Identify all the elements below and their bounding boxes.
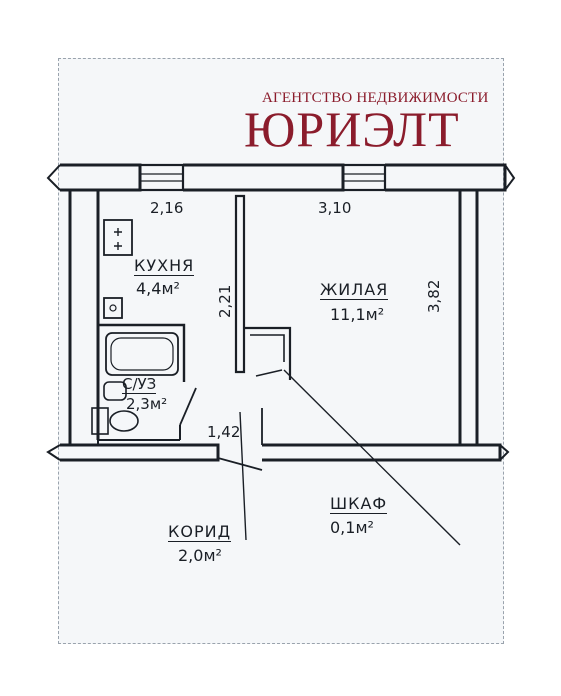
corridor-area: 2,0м² [178, 546, 222, 565]
bathtub [105, 332, 179, 376]
closet-area: 0,1м² [330, 518, 374, 537]
exterior-wall-top [60, 163, 142, 192]
dim-kitchen-length: 2,21 [216, 284, 234, 318]
kitchen-area: 4,4м² [136, 279, 180, 298]
living-area: 11,1м² [330, 305, 385, 324]
corridor-leader [239, 411, 247, 541]
washbasin [103, 381, 127, 401]
closet-leader [283, 369, 461, 546]
window-living [341, 163, 387, 192]
stove [103, 219, 133, 256]
dim-kitchen-width: 2,16 [150, 199, 184, 217]
exterior-wall-bottom [60, 443, 220, 462]
closet-box [244, 326, 292, 380]
exterior-wall-left [68, 190, 100, 445]
bathroom-area: 2,3м² [126, 395, 168, 413]
toilet-tank [91, 407, 109, 435]
dim-room-length: 3,82 [425, 279, 443, 313]
partition-wall [234, 194, 246, 374]
dim-corridor-width: 1,42 [207, 423, 241, 441]
kitchen-name: КУХНЯ [134, 256, 195, 276]
dim-room-width: 3,10 [318, 199, 352, 217]
plan-frame [58, 58, 504, 644]
closet-name: ШКАФ [330, 494, 388, 514]
agency-caption: АГЕНТСТВО НЕДВИЖИМОСТИ [262, 90, 489, 106]
bathroom-name: С/УЗ [122, 375, 157, 394]
window-kitchen [138, 163, 185, 192]
agency-logo-name: ЮРИЭЛТ [244, 101, 460, 157]
toilet-bowl [109, 410, 139, 432]
living-name: ЖИЛАЯ [320, 280, 389, 300]
exterior-wall-right [458, 190, 479, 445]
bathroom-walls [98, 323, 186, 382]
kitchen-sink [103, 297, 123, 319]
corridor-name: КОРИД [168, 522, 232, 542]
